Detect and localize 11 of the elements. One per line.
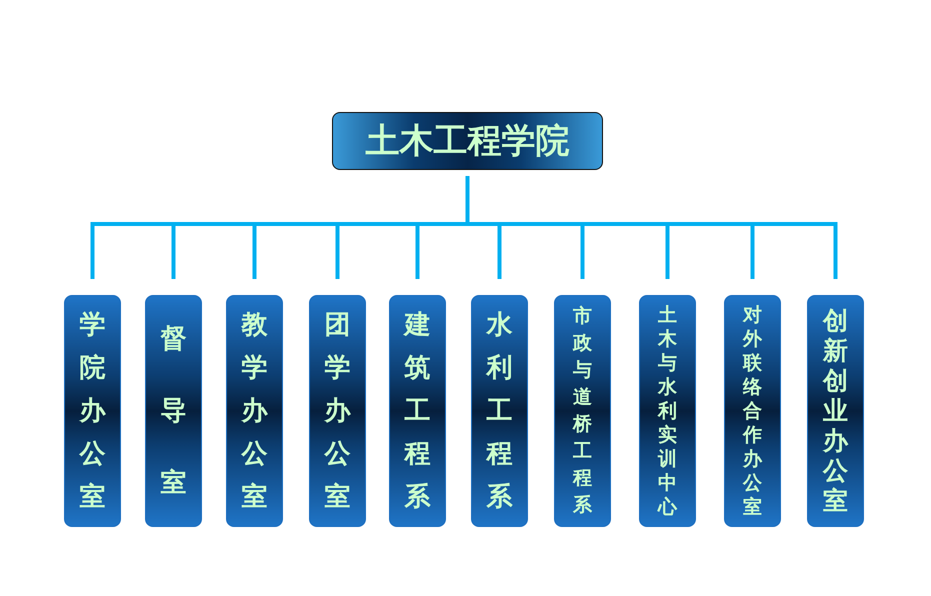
- department-box: 学院办公室: [64, 295, 121, 527]
- department-box: 团学办公室: [309, 295, 366, 527]
- department-box: 市政与道桥工程系: [554, 295, 611, 527]
- title-box: 土木工程学院: [332, 112, 603, 170]
- department-box: 建筑工程系: [389, 295, 446, 527]
- department-box: 水利工程系: [471, 295, 528, 527]
- department-box: 督导室: [145, 295, 202, 527]
- department-box: 创新创业办公室: [807, 295, 864, 527]
- department-box: 对外联络合作办公室: [724, 295, 781, 527]
- department-box: 教学办公室: [226, 295, 283, 527]
- department-box: 土木与水利实训中心: [639, 295, 696, 527]
